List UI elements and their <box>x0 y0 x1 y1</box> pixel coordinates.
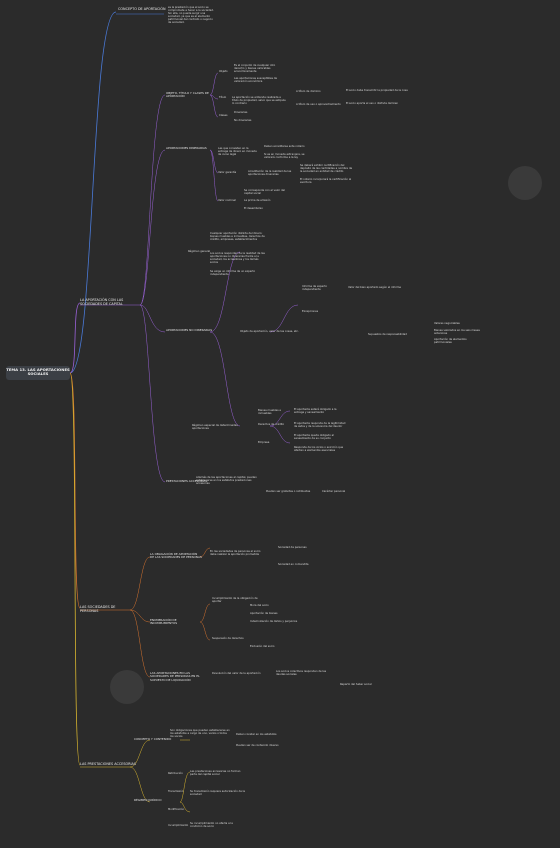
root-node[interactable]: TEMA 13. LAS APORTACIONES SOCIALES <box>6 366 70 380</box>
prestaciones-p3: Carácter personal <box>322 490 346 493</box>
personas-r3a: Devolución del valor de la aportación <box>212 672 261 675</box>
accesorias-c2d[interactable]: Incumplimiento <box>168 824 189 827</box>
titulo-2: A título de dominio <box>296 90 321 93</box>
decoration-circle-right <box>508 166 542 200</box>
dinerarias-a2b: Se deberá exhibir certificación del depó… <box>300 164 353 174</box>
nodinerarias-general[interactable]: Régimen general <box>188 250 211 253</box>
nodinerarias-v3[interactable]: Supuestos de responsabilidad <box>368 333 407 336</box>
dinerarias-a2a: Acreditación de la realidad de las aport… <box>248 170 292 177</box>
nodinerarias-e2: Bienes valorados en los seis meses anter… <box>434 329 480 336</box>
nodinerarias-v1: Informe de experto independiente <box>302 285 327 292</box>
personas-r2d: Indemnización de daños y perjuicios <box>250 620 298 623</box>
objeto-1: Es el conjunto de cualquier otro derecho… <box>234 64 276 74</box>
accesorias-c1a: Son obligaciones que pueden establecerse… <box>170 729 230 739</box>
personas-r2c: Aportación de bienes <box>250 612 278 615</box>
prestaciones-p2: Pueden ser gratuitas o retribuidas <box>266 490 311 493</box>
accesorias-c2g: Su incumplimiento no afecta a la condici… <box>190 822 233 829</box>
nodinerarias-s2[interactable]: Derechos de crédito <box>258 423 285 426</box>
nodinerarias-g2: Los socios responden de la realidad de l… <box>210 252 265 265</box>
nodinerarias-obj: Objeto de aportación, valor de las cosas… <box>240 330 299 333</box>
prestaciones-p1: Además de las aportaciones al capital, p… <box>196 476 257 486</box>
personas-r2f: Exclusión del socio <box>250 645 275 648</box>
nodinerarias-e1: Valores negociables <box>434 322 460 325</box>
node-prestaciones[interactable]: PRESTACIONES ACCESORIAS <box>166 479 208 483</box>
nodinerarias-s3[interactable]: Empresa <box>258 441 270 444</box>
personas-r1c[interactable]: Sociedad en comandita <box>278 563 309 566</box>
nodinerarias-v2[interactable]: Excepciones <box>302 310 319 313</box>
personas-r2b: Mora del socio <box>250 604 269 607</box>
clases-1: Dinerarias <box>234 111 248 114</box>
link-concepto <box>69 11 117 374</box>
titulo-3a: El socio aporta el uso o disfrute del bi… <box>346 102 399 105</box>
personas-r2[interactable]: ENUMERACIÓN DE INCUMPLIMIENTOS <box>150 618 178 626</box>
accesorias-c2a[interactable]: Retribución <box>168 772 183 775</box>
accesorias-c2c[interactable]: Modificación <box>168 808 185 811</box>
link-accesorias <box>69 372 81 766</box>
nodinerarias-v1a: Valor del bien aportado según el informe <box>348 286 401 289</box>
accesorias-c1b: Deben constar en los estatutos <box>236 733 277 736</box>
link-personas <box>69 372 81 609</box>
nodinerarias-s2a: El aportante responde de la legitimidad … <box>294 422 346 429</box>
personas-r1b[interactable]: Sociedad de personas <box>278 546 307 549</box>
dinerarias-a1b: Si es en moneda extranjera, se valorará … <box>264 153 305 160</box>
dinerarias-a3c: El desembolso <box>244 207 263 210</box>
nodinerarias-e3: Aportación de elementos patrimoniales <box>434 338 467 345</box>
dinerarias-a3a: Se corresponde con el valor del capital … <box>244 189 285 196</box>
titulo-3: A título de uso o aprovechamiento <box>296 103 341 106</box>
accesorias-c2e: Las prestaciones accesorias no forman pa… <box>190 770 241 777</box>
decoration-circle-left <box>110 670 144 704</box>
titulo-label[interactable]: Título <box>219 96 227 99</box>
nodinerarias-s3a: El aportante queda obligado al saneamien… <box>294 434 334 441</box>
node-nodinerarias[interactable]: APORTACIONES NO DINERARIAS <box>166 328 213 332</box>
dinerarias-a2c: El notario incorporará la certificación … <box>300 178 352 185</box>
nodinerarias-especifico[interactable]: Régimen especial de determinadas aportac… <box>192 424 238 431</box>
nodinerarias-s1[interactable]: Bienes muebles e inmuebles <box>258 409 282 416</box>
objeto-label[interactable]: Objeto <box>219 70 228 73</box>
personas-r2a: Incumplimiento de la obligación de aport… <box>212 597 258 604</box>
dinerarias-a3[interactable]: Valor nominal <box>218 199 236 202</box>
dinerarias-a2[interactable]: Valor garantía <box>218 171 237 174</box>
nodinerarias-g1: Cualquier aportación distinta del dinero… <box>210 232 265 242</box>
dinerarias-a3b: La prima de emisión <box>244 199 271 202</box>
titulo-2a: El socio debe transmitir la propiedad de… <box>346 89 408 92</box>
branch-capital[interactable]: LA APORTACIÓN CON LAS SOCIEDADES DE CAPI… <box>80 298 124 306</box>
accesorias-c2f: Su transmisión requiere autorización de … <box>190 790 245 797</box>
personas-r1[interactable]: LA OBLIGACIÓN DE APORTACIÓN DE LAS SOCIE… <box>150 552 202 560</box>
accesorias-c1[interactable]: CONCEPTO Y CONTENIDO <box>134 737 172 741</box>
personas-r1a: En las sociedades de personas el socio d… <box>210 550 261 557</box>
accesorias-c1c: Pueden ser de contenido diverso <box>236 744 279 747</box>
dinerarias-a1a: Deben acreditarse ante notario <box>264 145 305 148</box>
concepto-definition: es la prestación que el socio se comprom… <box>168 6 214 25</box>
nodinerarias-s1a: El aportante estará obligado a la entreg… <box>294 408 337 415</box>
branch-concepto[interactable]: CONCEPTO DE APORTACIÓN <box>118 7 166 11</box>
clases-2: No dinerarias <box>234 119 252 122</box>
nodinerarias-s3b: Responde de los vicios o evicción que af… <box>294 446 344 453</box>
node-objeto[interactable]: OBJETO, TÍTULO Y CLASES DE APORTACIÓN <box>166 91 209 99</box>
titulo-1: La aportación se entiende realizada a tí… <box>232 96 286 106</box>
clases-label[interactable]: Clases <box>219 114 228 117</box>
personas-r3[interactable]: LAS APORTACIONES EN LAS SOCIEDADES DE PE… <box>150 671 200 682</box>
personas-r3c: Reparto del haber social <box>340 683 372 686</box>
personas-r3b: Los socios colectivos responden de las d… <box>276 670 327 677</box>
accesorias-c2[interactable]: RÉGIMEN JURÍDICO <box>134 798 162 802</box>
link-capital <box>69 302 81 374</box>
branch-personas[interactable]: LAS SOCIEDADES DE PERSONAS <box>80 605 116 613</box>
branch-accesorias[interactable]: LAS PRESTACIONES ACCESORIAS <box>80 762 137 766</box>
personas-r2e: Suspensión de derechos <box>212 637 244 640</box>
nodinerarias-g3: Se exige un informe de un experto indepe… <box>210 270 256 277</box>
node-dinerarias[interactable]: APORTACIONES DINERARIAS <box>166 146 207 150</box>
dinerarias-a1: Las que consisten en la entrega de diner… <box>218 147 257 157</box>
accesorias-c2b[interactable]: Transmisión <box>168 790 184 793</box>
objeto-2: Las aportaciones susceptibles de valorac… <box>234 77 277 84</box>
